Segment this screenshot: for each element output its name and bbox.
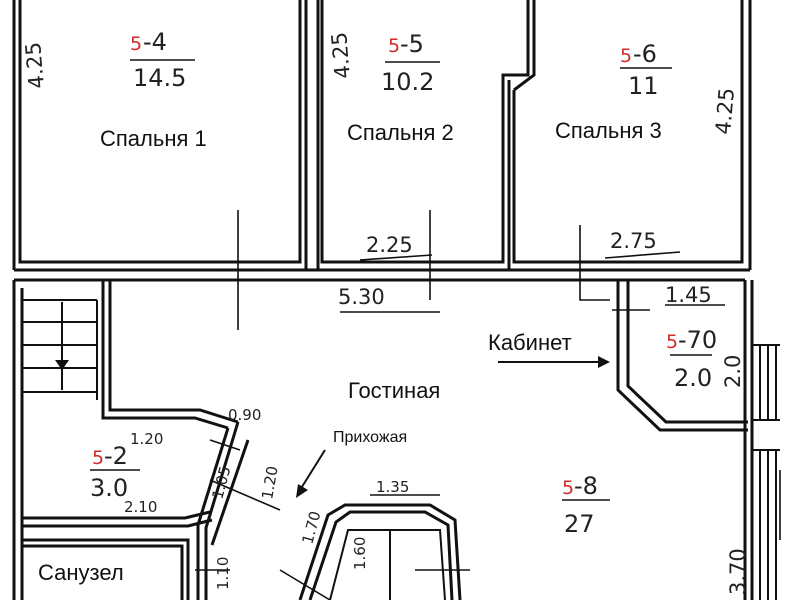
study-walls	[616, 280, 748, 432]
study-code-mark: 5	[666, 331, 678, 353]
closet-code-mark: 5	[92, 447, 104, 469]
hall-110-dim: 1.10	[214, 557, 232, 590]
stair-area	[12, 280, 98, 600]
closet-code: -2	[104, 442, 128, 470]
left-height-dim: 4.25	[21, 41, 49, 90]
hall-090-dim: 0.90	[228, 406, 261, 424]
study-height-dim: 2.0	[721, 355, 745, 388]
label-arrows	[296, 356, 610, 498]
bedroom2-label: Спальня 2	[347, 120, 454, 145]
hall-arrow-icon	[296, 484, 308, 498]
right-370-dim: 3.70	[726, 548, 750, 595]
bedroom1-label: Спальня 1	[100, 126, 207, 151]
bedroom2-area: 10.2	[381, 68, 434, 96]
closet-bottom-dim: 2.10	[124, 498, 157, 516]
closet-area: 3.0	[90, 474, 128, 502]
bedroom3-width-dim: 2.75	[610, 229, 657, 253]
bedroom1-code: -4	[143, 28, 167, 56]
living-label: Гостиная	[348, 378, 440, 403]
corridor-width-dim: 5.30	[338, 285, 385, 309]
bathroom-label: Санузел	[38, 560, 124, 585]
study-label: Кабинет	[488, 330, 572, 355]
hall-135-dim: 1.35	[376, 478, 409, 496]
stair-arrow-icon	[55, 360, 69, 370]
hall-105-dim: 1.05	[208, 464, 234, 501]
living-code-mark: 5	[562, 477, 574, 499]
mid-height-dim: 4.25	[327, 31, 355, 80]
bedroom3-code: -6	[633, 40, 657, 68]
right-wall	[743, 280, 780, 600]
bedroom2-walls	[316, 0, 536, 270]
door-marks	[195, 210, 781, 600]
right-height-dim: 4.25	[711, 87, 739, 136]
bedroom3-walls	[512, 0, 752, 270]
hall-160-dim: 1.60	[351, 537, 369, 570]
hall-walls	[196, 421, 250, 600]
bedroom1-code-mark: 5	[130, 33, 142, 55]
closet-walls	[22, 280, 239, 528]
study-area: 2.0	[674, 364, 712, 392]
entrance-walls	[298, 503, 462, 600]
bedroom3-area: 11	[628, 72, 659, 100]
bedroom1-area: 14.5	[133, 64, 186, 92]
bedroom2-code: -5	[400, 30, 424, 58]
study-width-dim: 1.45	[665, 283, 712, 307]
bedroom2-code-mark: 5	[388, 35, 400, 57]
bedroom1-walls	[12, 0, 308, 270]
closet-top-dim: 1.20	[130, 430, 163, 448]
bedroom3-label: Спальня 3	[555, 118, 662, 143]
hall-120-dim: 1.20	[258, 465, 282, 501]
living-code: -8	[574, 472, 598, 500]
bedroom3-code-mark: 5	[620, 45, 632, 67]
bathroom-walls	[22, 538, 190, 600]
bedroom2-width-dim: 2.25	[366, 233, 413, 257]
study-arrow-icon	[598, 356, 610, 368]
study-code: -70	[678, 326, 717, 354]
corridor-walls	[14, 268, 750, 282]
living-area: 27	[564, 510, 595, 538]
hall-label: Прихожая	[333, 429, 407, 446]
dimension-lines	[90, 59, 725, 501]
